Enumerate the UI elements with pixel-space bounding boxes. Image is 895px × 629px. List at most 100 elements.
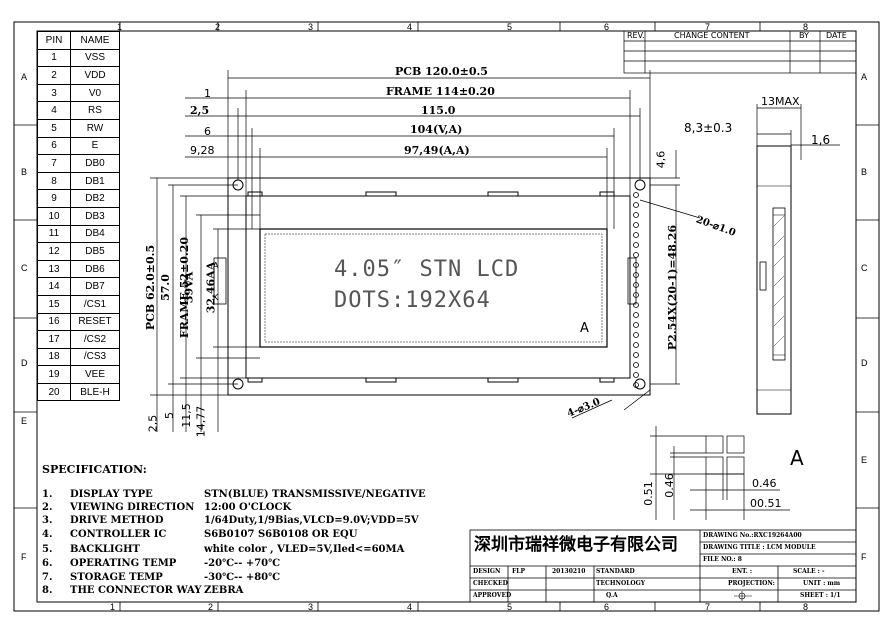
sheet-label: SHEET : 1/1 — [800, 592, 841, 599]
checked-label: CHECKED — [473, 580, 508, 587]
pin-name: /CS3 — [70, 347, 120, 367]
zone-ticks — [14, 22, 879, 611]
spec-value: -30℃-- +80℃ — [204, 572, 281, 583]
pin-number: 5 — [37, 118, 71, 138]
pin-number: 14 — [37, 277, 71, 296]
zone-row-d-right: D — [861, 358, 868, 368]
zone-col-4-bottom: 4 — [407, 602, 413, 612]
dim-dot-0-46-v: 0.46 — [662, 473, 676, 498]
spec-item: 2. VIEWING DIRECTION 12:00 O'CLOCK — [42, 503, 462, 515]
qa-label: Q.A — [606, 592, 618, 599]
dim-aa-width: 97,49(A,A) — [404, 144, 470, 157]
pin-name: BLE-H — [70, 382, 120, 402]
spec-number: 6. — [42, 558, 53, 569]
file-number: FILE NO.: 8 — [703, 556, 742, 563]
pin-name: VEE — [70, 365, 120, 384]
dim-pcb-height: PCB 62.0±0.5 — [144, 244, 158, 331]
zone-row-e: E — [21, 416, 28, 426]
dim-39va: 39VA — [182, 271, 196, 304]
drawing-title: DRAWING TITLE : LCM MODULE — [703, 544, 816, 551]
dim-va-width: 104(V,A) — [410, 123, 463, 136]
spec-value: 1/64Duty,1/9Bias,VLCD=9.0V;VDD=5V — [204, 515, 419, 526]
zone-row-a: A — [21, 72, 28, 82]
zone-col-7-bottom: 7 — [705, 602, 711, 612]
dim-2-5: 2,5 — [190, 104, 210, 117]
spec-item: 5. BACKLIGHT white color , VLED=5V,Iled<… — [42, 545, 462, 557]
zone-row-b-right: B — [861, 167, 868, 177]
zone-row-a-right: A — [861, 72, 868, 82]
pin-name: DB5 — [70, 242, 120, 261]
pin-number: 11 — [37, 224, 71, 244]
spec-number: 7. — [42, 572, 53, 583]
name-header: NAME — [70, 31, 120, 50]
spec-key: BACKLIGHT — [70, 544, 140, 555]
pin-name: DB3 — [70, 206, 120, 226]
pin-number: 18 — [37, 347, 71, 367]
dim-dot-0-46-h: 0.46 — [752, 477, 777, 490]
spec-number: 8. — [42, 585, 53, 596]
horizontal-dimensions — [185, 70, 651, 229]
spec-value: -20℃-- +70℃ — [204, 558, 281, 569]
pin-name: VDD — [70, 66, 120, 85]
spec-item: 1. DISPLAY TYPE STN(BLUE) TRANSMISSIVE/N… — [42, 490, 462, 502]
revision-table-grid — [623, 30, 857, 74]
dim-bottom-2-5: 2,5 — [146, 414, 160, 433]
pin-name: VSS — [70, 48, 120, 68]
view-area-label: A — [580, 321, 589, 336]
zone-row-e-right: E — [861, 455, 868, 465]
spec-number: 4. — [42, 529, 53, 540]
zone-col-1-bottom: 1 — [110, 602, 116, 612]
zone-col-8-bottom: 8 — [803, 602, 809, 612]
design-by: FLP — [512, 568, 525, 575]
outer-border — [13, 21, 880, 612]
pin-number: 15 — [37, 294, 71, 314]
zone-col-2: 2 — [215, 22, 221, 32]
pin-number: 13 — [37, 259, 71, 279]
pin-number: 17 — [37, 330, 71, 349]
pin-name: RS — [70, 101, 120, 120]
pin-number: 6 — [37, 136, 71, 156]
unit-label: UNIT : mm — [803, 580, 841, 587]
dim-side-8-3: 8,3±0.3 — [684, 121, 733, 135]
dim-side-13max: 13MAX — [761, 95, 800, 108]
dim-dot-0-51: 0.51 — [641, 481, 655, 506]
spec-key: VIEWING DIRECTION — [70, 502, 195, 513]
module-outline — [213, 177, 651, 396]
connector-pins — [633, 192, 639, 388]
spec-number: 3. — [42, 515, 53, 526]
pin-name: DB6 — [70, 259, 120, 279]
spec-item: 3. DRIVE METHOD 1/64Duty,1/9Bias,VLCD=9.… — [42, 516, 462, 528]
zone-row-c-right: C — [861, 263, 868, 273]
pin-name: RW — [70, 118, 120, 138]
spec-number: 2. — [42, 502, 53, 513]
spec-value: white color , VLED=5V,Iled<=60MA — [204, 544, 405, 555]
technology-label: TECHNOLOGY — [596, 580, 646, 587]
backlight-anode-label: A — [213, 261, 219, 270]
scale-label: SCALE : - — [793, 568, 825, 575]
spec-item: 4. CONTROLLER IC S6B0107 S6B0108 OR EQU — [42, 530, 462, 542]
zone-col-3: 3 — [308, 22, 314, 32]
revision-date-label: DATE — [826, 31, 847, 40]
detail-a-label: A — [790, 446, 804, 470]
zone-row-c: C — [21, 263, 28, 273]
pin-name: E — [70, 136, 120, 156]
pin-number: 4 — [37, 101, 71, 120]
title-block-grid — [469, 529, 857, 603]
pin-number: 16 — [37, 312, 71, 332]
lcd-line-2: DOTS:192X64 — [334, 288, 491, 313]
dim-9-28: 9,28 — [190, 144, 215, 157]
zone-col-1: 1 — [117, 22, 123, 32]
zone-col-2-bottom: 2 — [208, 602, 214, 612]
